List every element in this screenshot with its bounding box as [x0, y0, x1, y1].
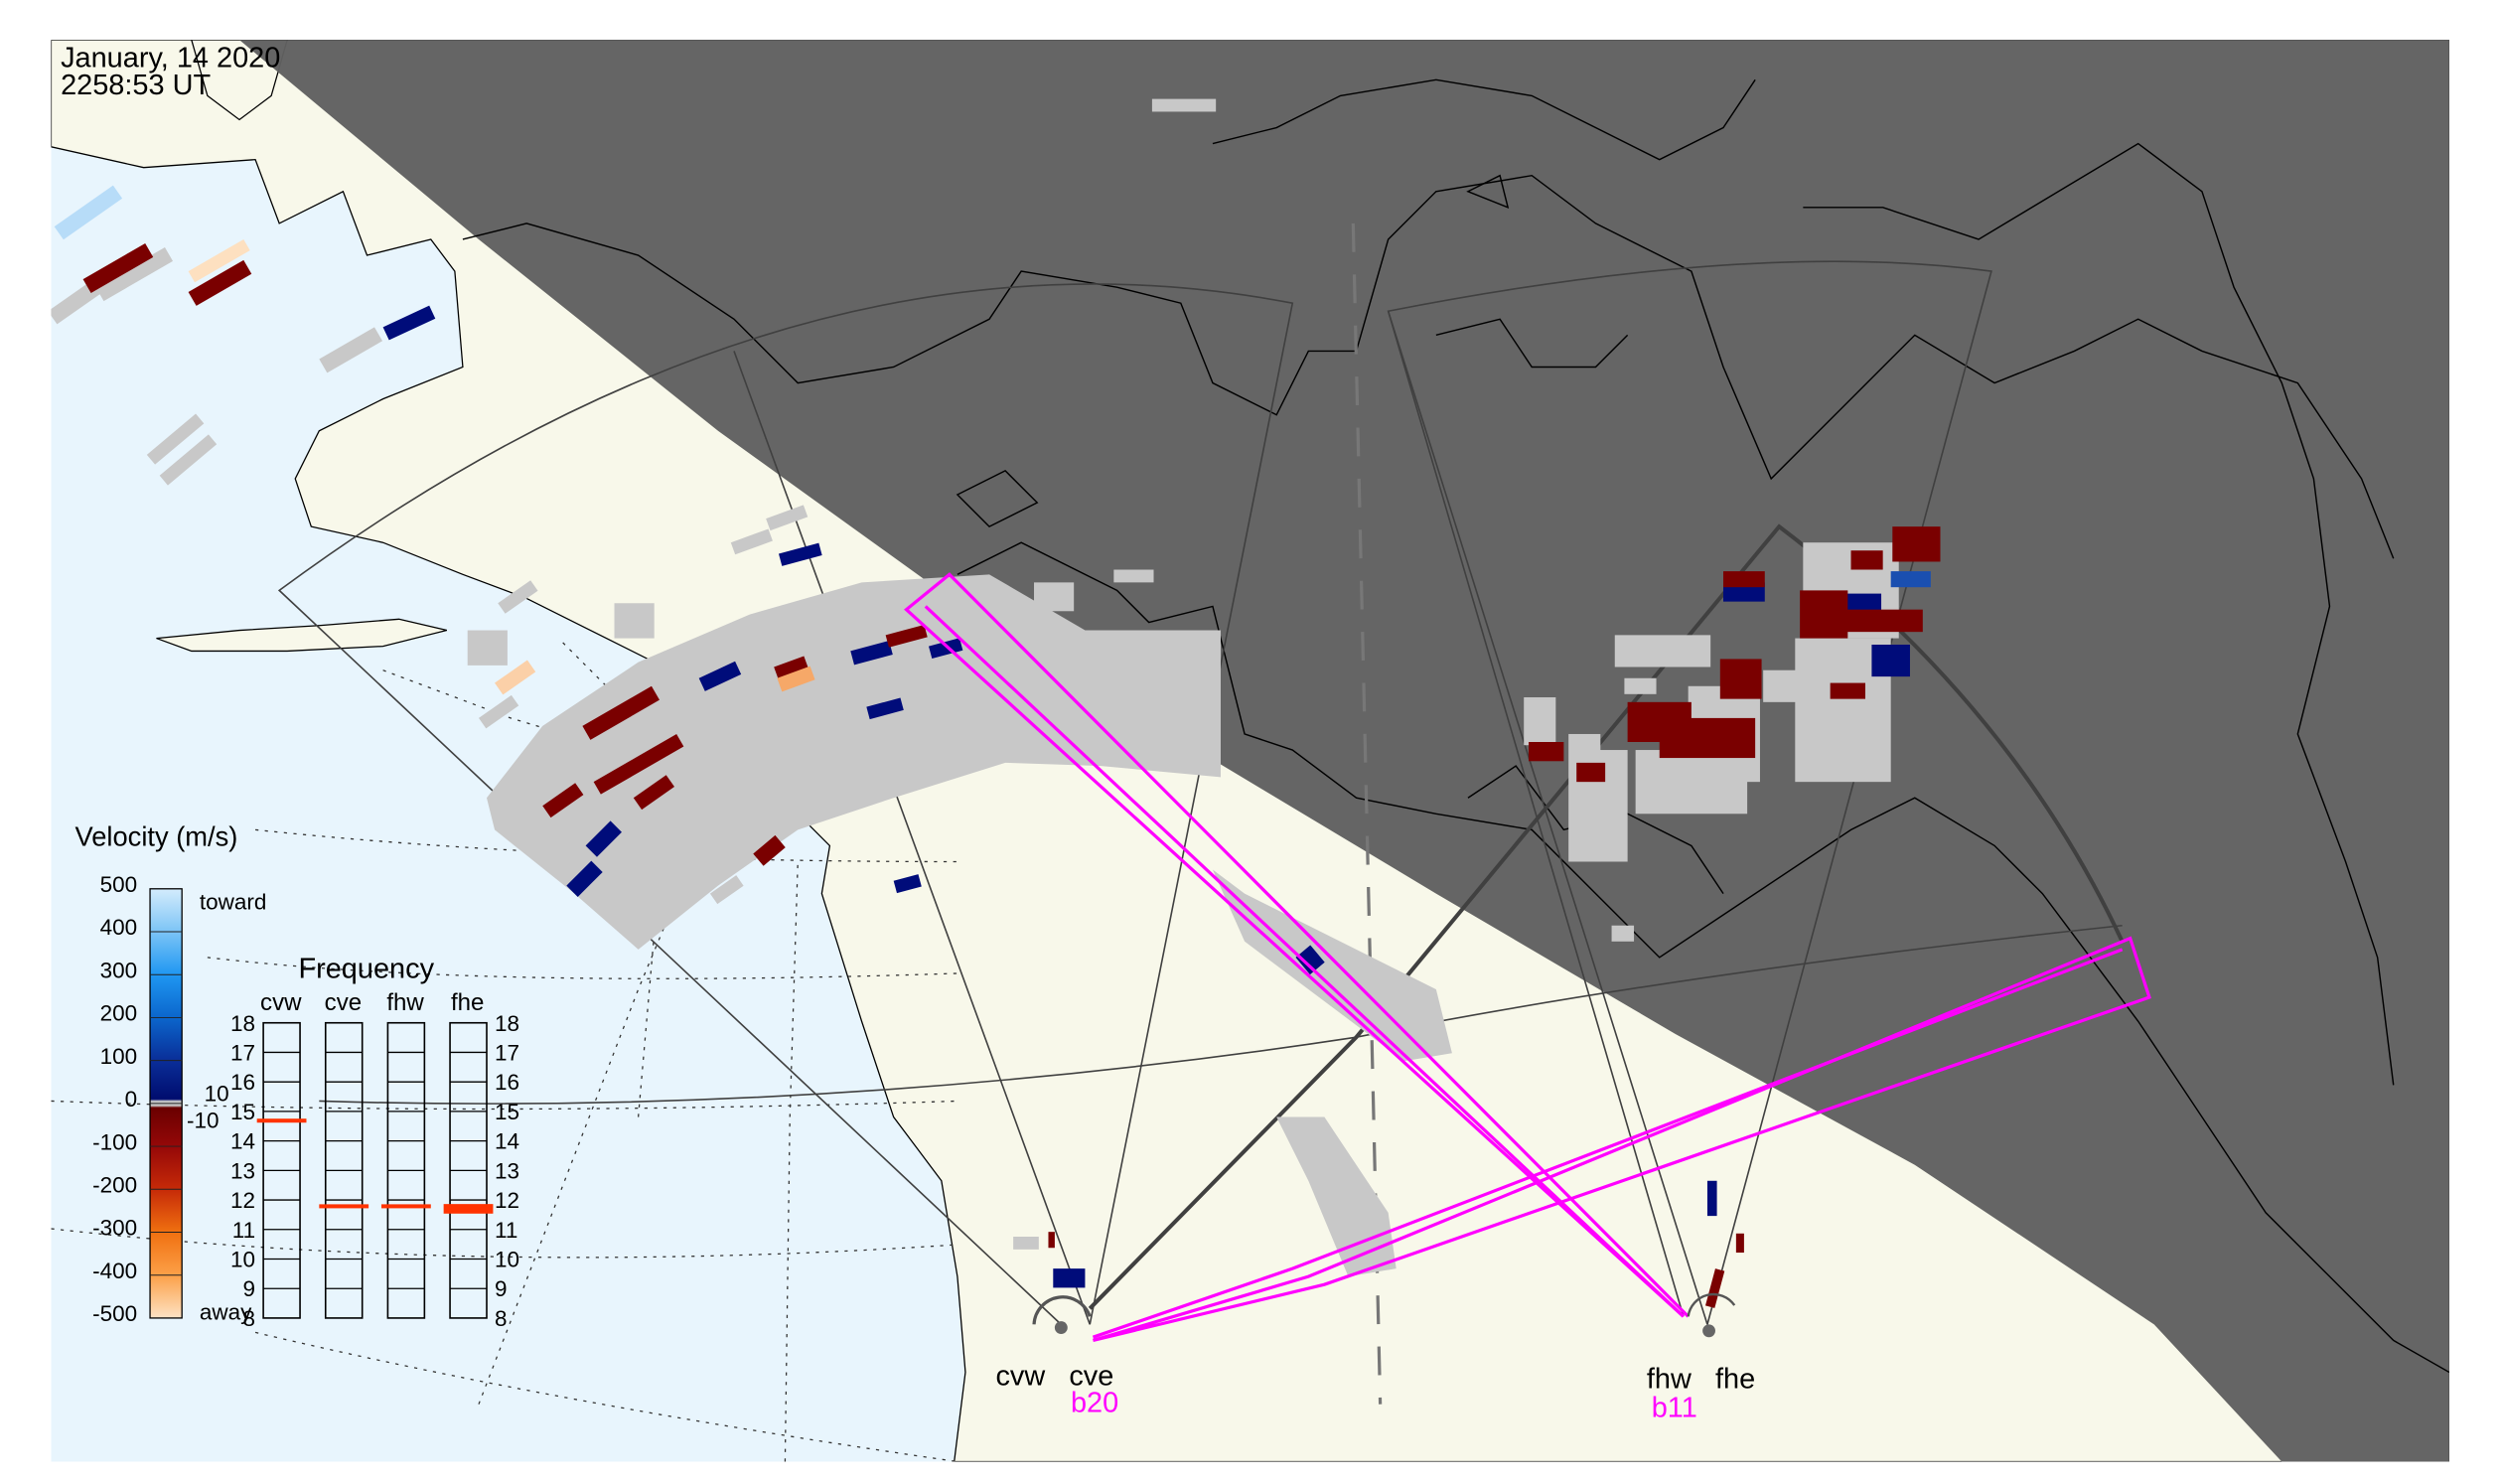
frequency-tick-left: 15	[230, 1100, 255, 1124]
velocity-legend-title: Velocity (m/s)	[75, 820, 238, 851]
frequency-tick-right: 8	[495, 1306, 508, 1331]
frequency-tick-left: 16	[230, 1070, 255, 1095]
frequency-tick-right: 15	[495, 1100, 519, 1124]
frequency-column-label: fhw	[386, 989, 424, 1016]
date-label: January, 14 2020	[61, 42, 280, 74]
map-area	[51, 40, 2449, 1462]
frequency-marker-fhe	[443, 1204, 494, 1214]
colorbar-tick-label: -300	[92, 1216, 137, 1241]
frequency-tick-right: 17	[495, 1040, 519, 1065]
radar-site-dot	[1054, 1321, 1068, 1334]
frequency-tick-left: 11	[232, 1218, 255, 1243]
time-label: 2258:53 UT	[61, 70, 211, 101]
colorbar-tick-label: -200	[92, 1173, 137, 1198]
radar-label-fhe: fhe	[1715, 1364, 1755, 1396]
land-aleutians	[156, 618, 448, 653]
coastlines-night	[462, 78, 2449, 1374]
beam-label-cve: b20	[1071, 1388, 1118, 1419]
colorbar-tick-label: -400	[92, 1259, 137, 1283]
frequency-tick-left: 10	[230, 1248, 255, 1272]
ground-scatter-lower-label: -10	[187, 1109, 219, 1133]
frequency-tick-right: 13	[495, 1158, 519, 1183]
radar-label-cve: cve	[1069, 1360, 1113, 1392]
velocity-colorbar: Velocity (m/s) 500 400 300 200 100 0 -100 -200 -…	[75, 820, 267, 1326]
frequency-marker-fhw	[380, 1204, 431, 1209]
radar-site-christmas-valley	[1032, 1295, 1092, 1334]
colorbar-tick-label: 200	[100, 1001, 138, 1026]
toward-label: toward	[200, 890, 267, 915]
ground-scatter-upper-label: 10	[205, 1081, 229, 1106]
fhw-beam-b11	[904, 572, 1690, 1318]
fhw-fhe-fov	[1387, 260, 1992, 1325]
frequency-tick-left: 13	[230, 1158, 255, 1183]
frequency-column-label: cve	[325, 989, 362, 1016]
frequency-tick-right: 10	[495, 1248, 519, 1272]
frequency-column-label: fhe	[451, 989, 484, 1016]
cve-beam-b20	[1092, 936, 2151, 1342]
frequency-tick-right: 16	[495, 1070, 519, 1095]
cve-cvw-fov	[277, 283, 1294, 1325]
frequency-tick-left: 9	[243, 1276, 256, 1301]
away-label: away	[200, 1300, 252, 1325]
frequency-tick-left: 17	[230, 1040, 255, 1065]
radar-label-cvw: cvw	[995, 1360, 1045, 1392]
frequency-tick-left: 14	[230, 1129, 255, 1154]
frequency-marker-cvw	[256, 1118, 307, 1123]
away-fast-cell	[495, 660, 536, 695]
frequency-title: Frequency	[298, 954, 434, 985]
frequency-tick-right: 14	[495, 1129, 519, 1154]
frequency-column-label: cvw	[260, 989, 302, 1016]
beam-label-fhw: b11	[1652, 1393, 1697, 1424]
frequency-tick-left: 18	[230, 1011, 255, 1036]
colorbar-tick-label: -500	[92, 1301, 137, 1326]
away-fast-cell	[777, 666, 815, 692]
away-velocity-cells	[82, 242, 1941, 1308]
away-fast-cell	[188, 238, 250, 283]
frequency-tick-right: 18	[495, 1011, 519, 1036]
colorbar-tick-label: 300	[100, 958, 138, 982]
colorbar-tick-label: 400	[100, 915, 138, 940]
colorbar-tick-label: 500	[100, 872, 138, 897]
frequency-tick-right: 11	[495, 1218, 517, 1243]
frequency-tick-right: 9	[495, 1276, 508, 1301]
frequency-tick-left: 12	[230, 1188, 255, 1213]
radar-site-dot	[1702, 1324, 1715, 1338]
frequency-tick-right: 12	[495, 1188, 519, 1213]
colorbar-tick-label: 0	[125, 1087, 138, 1112]
radar-label-fhw: fhw	[1647, 1364, 1692, 1396]
colorbar-tick-label: -100	[92, 1129, 137, 1154]
frequency-tick-left: 8	[243, 1306, 256, 1331]
frequency-marker-cve	[319, 1204, 369, 1209]
colorbar-tick-label: 100	[100, 1044, 138, 1069]
toward-fast-cell	[54, 185, 123, 240]
night-terminator	[239, 40, 2449, 1462]
radar-site-fort-hays	[1687, 1292, 1736, 1338]
